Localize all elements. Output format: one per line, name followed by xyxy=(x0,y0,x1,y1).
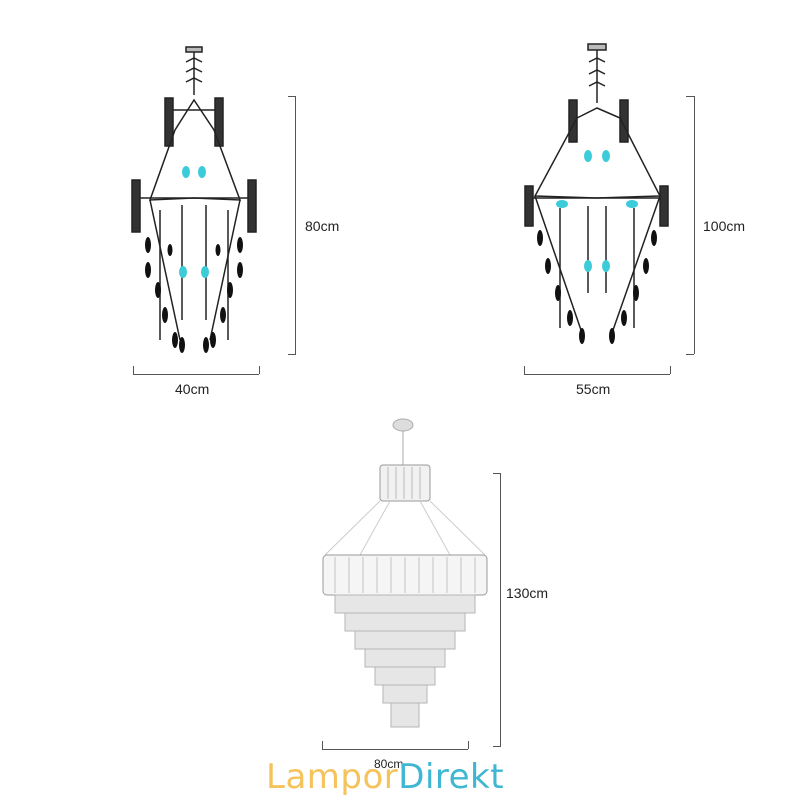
height-line-small xyxy=(295,96,296,354)
width-label-medium: 55cm xyxy=(576,381,611,397)
height-line-large xyxy=(500,473,501,746)
chandelier-small-image xyxy=(131,46,257,353)
width-line-medium xyxy=(524,374,670,375)
width-tick-left-large xyxy=(322,741,323,749)
width-line-small xyxy=(133,374,259,375)
height-tick-top-medium xyxy=(686,96,694,97)
height-label-medium: 100cm xyxy=(703,218,746,234)
width-line-large xyxy=(322,749,468,750)
height-tick-bottom-large xyxy=(493,746,501,747)
width-tick-right-large xyxy=(468,741,469,749)
height-label-large: 130cm xyxy=(506,585,549,601)
brand-logo-part1: Lampor xyxy=(266,757,399,797)
width-tick-left-small xyxy=(133,366,134,374)
width-tick-left-medium xyxy=(524,366,525,374)
height-tick-bottom-medium xyxy=(686,354,694,355)
chandelier-large-image xyxy=(322,418,488,728)
height-tick-bottom-small xyxy=(288,354,296,355)
width-tick-right-medium xyxy=(670,366,671,374)
brand-logo-part2: Direkt xyxy=(398,757,505,797)
height-tick-top-small xyxy=(288,96,296,97)
brand-logo: LamporDirekt xyxy=(266,757,504,797)
chandelier-medium-image xyxy=(524,43,669,344)
width-label-small: 40cm xyxy=(175,381,210,397)
width-label-large: 80cm xyxy=(374,757,404,771)
height-tick-top-large xyxy=(493,473,501,474)
height-label-small: 80cm xyxy=(305,218,340,234)
width-tick-right-small xyxy=(259,366,260,374)
height-line-medium xyxy=(694,96,695,354)
